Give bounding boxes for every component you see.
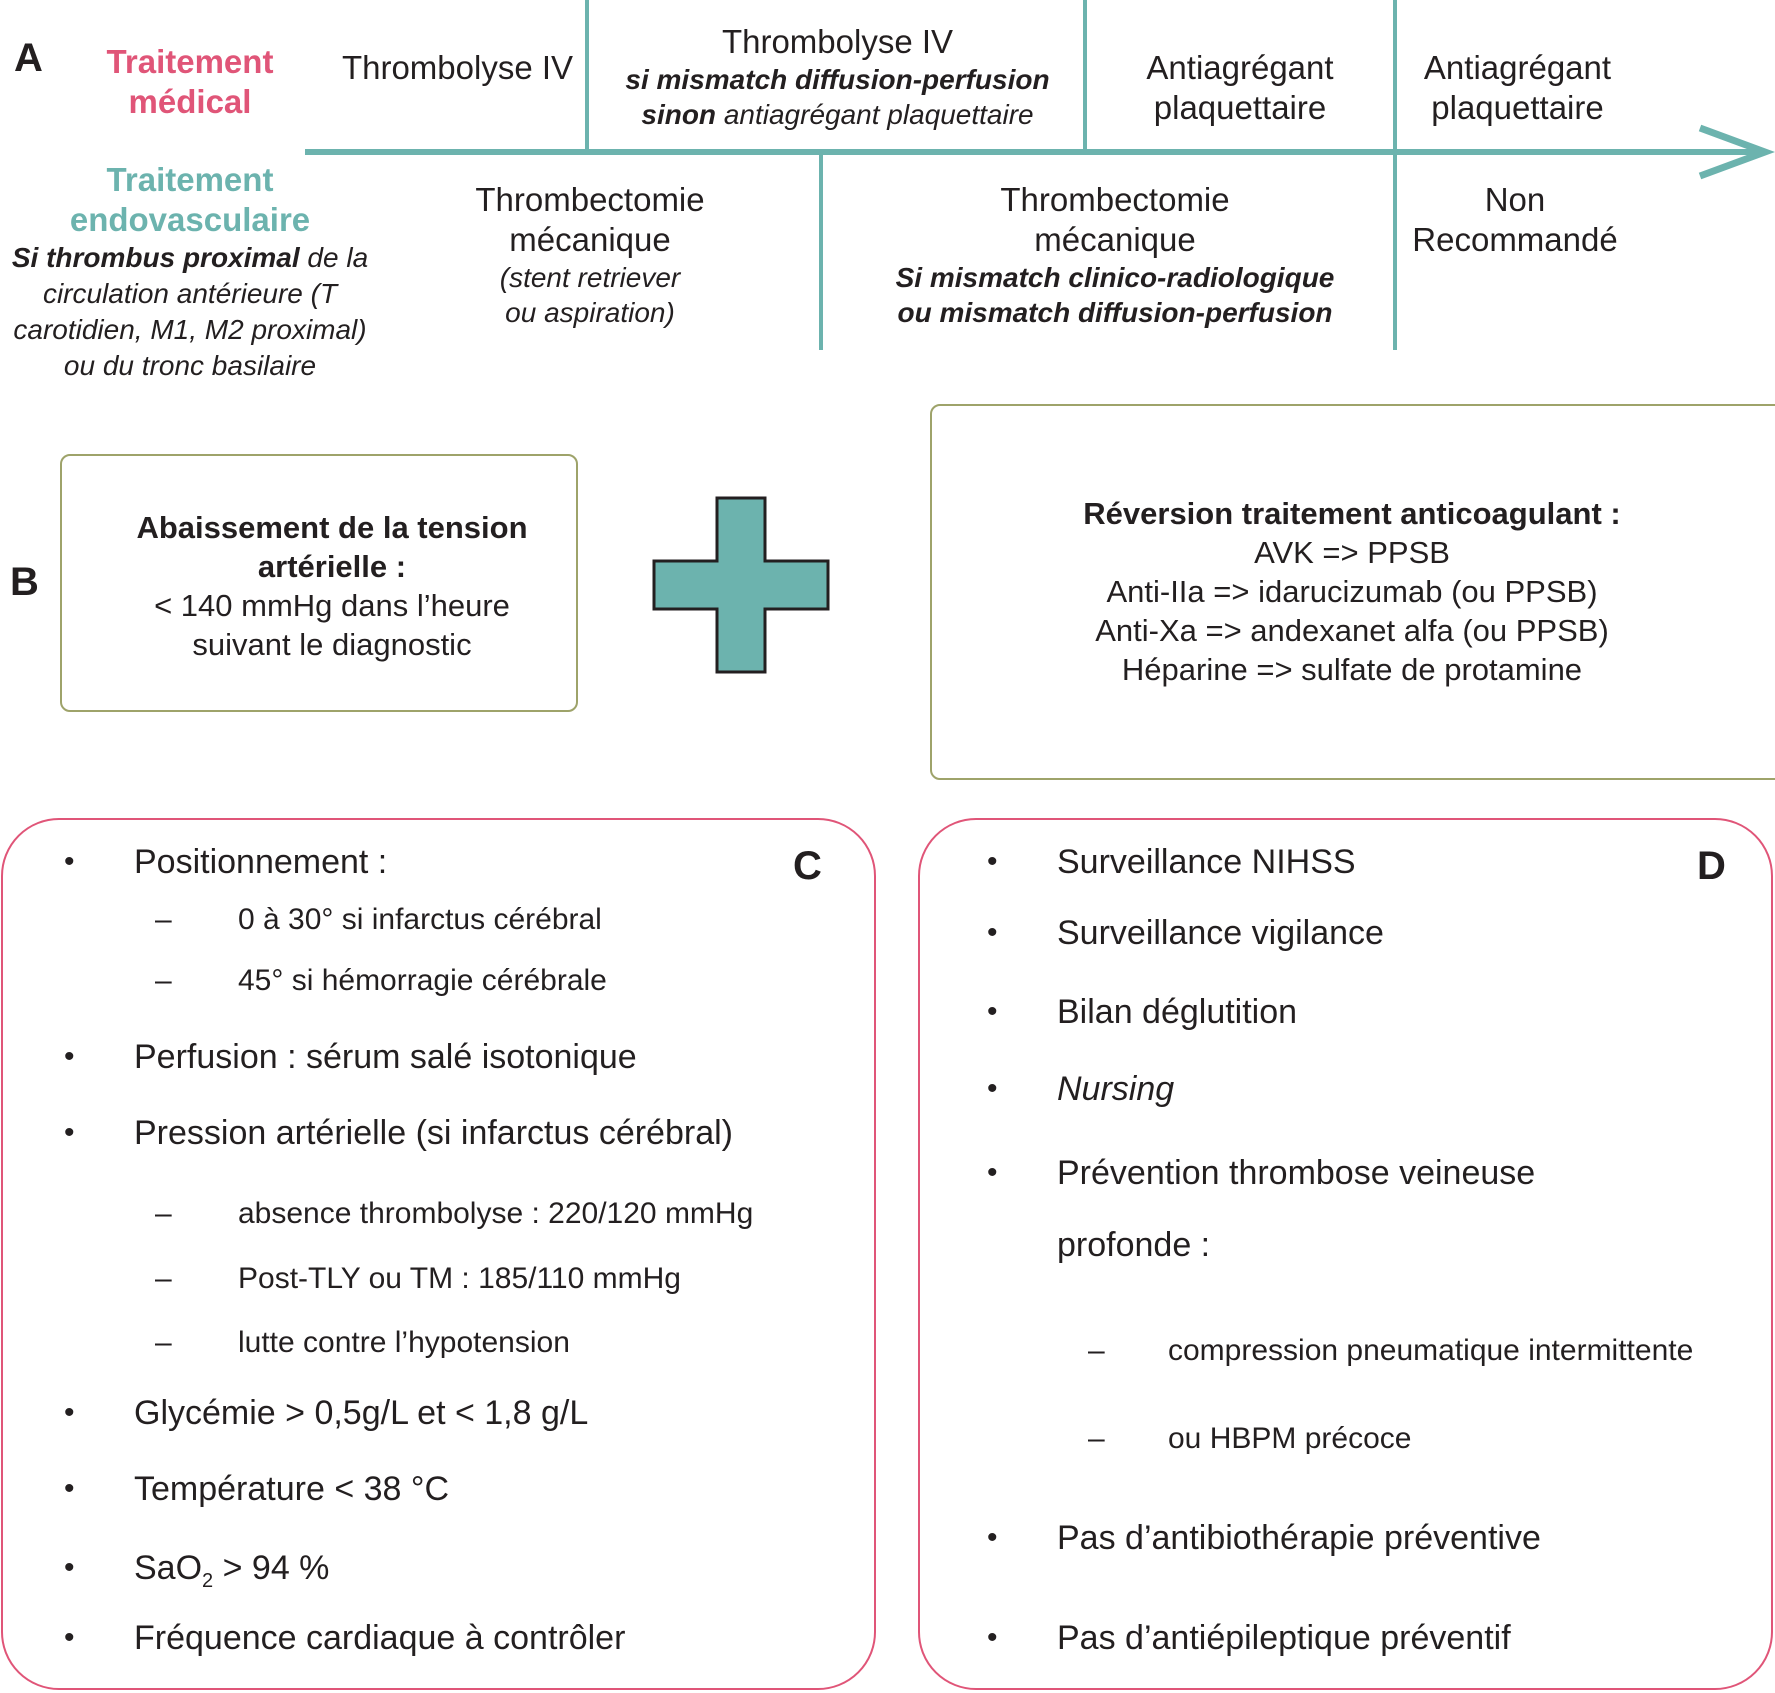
timeline-separator: [1393, 0, 1397, 350]
monitoring-box: [918, 818, 1773, 1690]
timeline-separator: [819, 152, 823, 350]
endovascular-treatment-label: Traitement endovasculaire: [69, 161, 311, 238]
timeline-arrow: [305, 124, 1775, 180]
medical-step-4: Antiagrégant plaquettaire: [1423, 49, 1612, 126]
section-c-letter: C: [793, 844, 822, 888]
endo-step-3: Non Recommandé: [1412, 181, 1618, 258]
timeline-separator: [1083, 0, 1087, 150]
endo-step-1: Thrombectomie mécanique (stent retriever…: [475, 181, 705, 328]
anticoagulant-reversal-box: Réversion traitement anticoagulant : AVK…: [930, 404, 1775, 780]
list-item-continuation: profonde :: [1057, 1226, 1211, 1264]
medical-step-1: Thrombolyse IV: [341, 49, 574, 86]
blood-pressure-box: Abaissement de la tension artérielle : <…: [60, 454, 578, 712]
medical-step-3: Antiagrégant plaquettaire: [1146, 49, 1334, 126]
section-b-letter: B: [10, 560, 39, 604]
plus-icon: [652, 496, 830, 674]
endo-step-2: Thrombectomie mécanique Si mismatch clin…: [895, 181, 1335, 328]
general-measures-box: [1, 818, 876, 1690]
section-d-letter: D: [1697, 844, 1726, 888]
medical-treatment-label: Traitement médical: [106, 43, 274, 120]
endovascular-condition: Si thrombus proximal de la circulation a…: [11, 242, 369, 381]
medical-step-2: Thrombolyse IV si mismatch diffusion-per…: [625, 23, 1050, 130]
timeline-separator: [585, 0, 589, 150]
section-a-letter: A: [14, 36, 43, 80]
